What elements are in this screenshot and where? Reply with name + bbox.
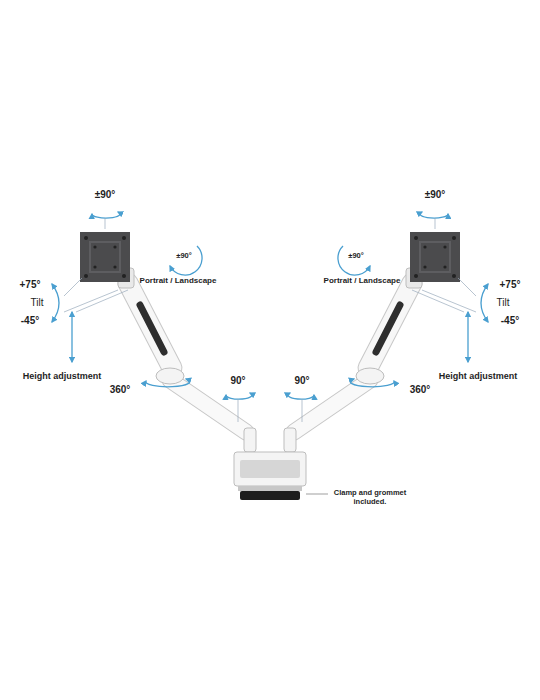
rotation-angle: ±90° — [95, 189, 116, 201]
feature-label: Portrait / Landscape — [324, 276, 401, 285]
tilt-angle: -45° — [21, 315, 39, 327]
note: Clamp and grommet included. — [329, 489, 411, 506]
feature-label: Height adjustment — [439, 371, 518, 381]
rotation-angle: ±90° — [176, 252, 191, 261]
rotation-angle: 90° — [294, 375, 309, 387]
rotation-angle: 90° — [230, 375, 245, 387]
tilt-angle: +75° — [20, 279, 41, 291]
tilt-angle: +75° — [500, 279, 521, 291]
tilt-angle: -45° — [501, 315, 519, 327]
rotation-angle: 360° — [110, 384, 131, 396]
rotation-angle: ±90° — [425, 189, 446, 201]
rotation-angle: 360° — [410, 384, 431, 396]
feature-label: Portrait / Landscape — [140, 276, 217, 285]
rotation-angle: ±90° — [348, 252, 363, 261]
feature-label: Height adjustment — [23, 371, 102, 381]
feature-label: Tilt — [31, 297, 44, 309]
feature-label: Tilt — [497, 297, 510, 309]
